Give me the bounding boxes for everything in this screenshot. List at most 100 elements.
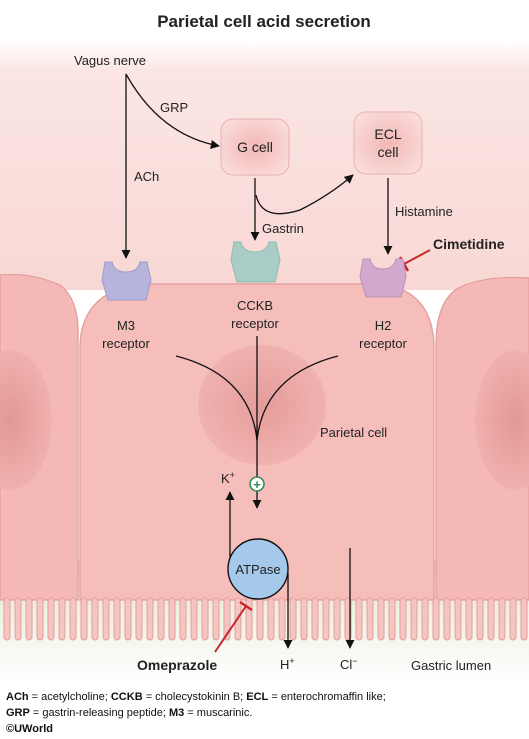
legend-line-2: GRP = gastrin-releasing peptide; M3 = mu… (6, 705, 524, 721)
microvillus (25, 597, 33, 641)
ecl-cell-label-line1: ECL (374, 126, 401, 142)
m3-signal-line (175, 355, 258, 441)
omeprazole-inhibition-bar (239, 600, 253, 612)
hydrogen-label: H+ (280, 656, 295, 672)
ecl-cell (353, 111, 423, 175)
microvillus (212, 597, 220, 641)
right-neighbor-nucleus (475, 350, 529, 490)
microvillus (80, 597, 88, 641)
legend-line-1: ACh = acetylcholine; CCKB = cholecystoki… (6, 689, 524, 705)
microvillus (3, 597, 11, 641)
microvillus (476, 597, 484, 641)
h2-signal-line (256, 355, 339, 441)
microvillus (443, 597, 451, 641)
microvillus (135, 597, 143, 641)
cckb-receptor-label-line2: receptor (231, 316, 279, 331)
legend-term-m3: M3 (168, 707, 185, 719)
cimetidine-label: Cimetidine (433, 236, 505, 252)
m3-receptor-label-line1: M3 (117, 318, 135, 333)
histamine-label: Histamine (395, 204, 453, 219)
microvillus (157, 597, 165, 641)
microvillus (124, 597, 132, 641)
microvillus (267, 597, 275, 641)
potassium-label: K+ (221, 470, 235, 486)
microvillus (322, 597, 330, 641)
microvillus (410, 597, 418, 641)
microvillus (333, 597, 341, 641)
atpase-label: ATPase (235, 562, 280, 577)
omeprazole-label: Omeprazole (137, 657, 217, 673)
microvillus (58, 597, 66, 641)
microvillus (223, 597, 231, 641)
gastrin-to-ecl-arrow (255, 174, 354, 215)
microvillus (256, 597, 264, 641)
microvillus (388, 597, 396, 641)
microvillus (300, 597, 308, 641)
microvillus (201, 597, 209, 641)
legend-def-cckb: = cholecystokinin B; (142, 691, 247, 703)
parietal-cell-nucleus (198, 345, 326, 465)
left-neighbor-nucleus (0, 350, 52, 490)
grp-label: GRP (160, 100, 188, 115)
microvillus (146, 597, 154, 641)
ach-label: ACh (134, 169, 159, 184)
microvillus (36, 597, 44, 641)
ecl-cell-label-line2: cell (377, 144, 398, 160)
microvilli (3, 597, 528, 641)
h2-receptor-label-line1: H2 (375, 318, 392, 333)
h2-receptor (359, 258, 407, 298)
microvillus (113, 597, 121, 641)
legend-term-grp: GRP (6, 707, 30, 719)
legend-term-ecl: ECL (246, 691, 269, 703)
microvillus (465, 597, 473, 641)
grp-arrow (125, 73, 220, 149)
abbreviation-legend: ACh = acetylcholine; CCKB = cholecystoki… (6, 689, 524, 737)
microvillus (432, 597, 440, 641)
microvillus (102, 597, 110, 641)
copyright: ©UWorld (6, 723, 54, 735)
microvillus (14, 597, 22, 641)
m3-receptor-label-line2: receptor (102, 336, 150, 351)
microvillus (366, 597, 374, 641)
microvillus (355, 597, 363, 641)
gastrin-label: Gastrin (262, 221, 304, 236)
microvillus (289, 597, 297, 641)
microvillus (421, 597, 429, 641)
legend-def-ecl: = enterochromaffin like; (268, 691, 386, 703)
stimulation-plus-sign: + (253, 477, 261, 492)
cckb-receptor (230, 241, 281, 283)
microvillus (47, 597, 55, 641)
cckb-receptor-label-line1: CCKB (237, 298, 273, 313)
g-cell (220, 118, 290, 176)
microvillus (454, 597, 462, 641)
microvillus (509, 597, 517, 641)
h2-receptor-label-line2: receptor (359, 336, 407, 351)
m3-receptor (101, 261, 152, 301)
omeprazole-inhibition-line (214, 605, 247, 653)
gastric-lumen-label: Gastric lumen (411, 658, 491, 673)
microvillus (245, 597, 253, 641)
chloride-label: Cl− (340, 656, 358, 672)
vagus-nerve-label: Vagus nerve (74, 53, 146, 68)
microvillus (91, 597, 99, 641)
legend-term-ach: ACh (6, 691, 29, 703)
microvillus (377, 597, 385, 641)
microvillus (487, 597, 495, 641)
microvillus (399, 597, 407, 641)
stimulation-plus-icon (249, 476, 265, 492)
microvillus (69, 597, 77, 641)
microvillus (278, 597, 286, 641)
microvillus (179, 597, 187, 641)
legend-term-cckb: CCKB (110, 691, 143, 703)
page-title: Parietal cell acid secretion (157, 12, 371, 31)
microvillus (190, 597, 198, 641)
microvillus (520, 597, 528, 641)
cimetidine-inhibition-line (403, 249, 431, 265)
atpase-pump (227, 538, 289, 600)
parietal-cell-label: Parietal cell (320, 425, 387, 440)
legend-def-grp: = gastrin-releasing peptide; (29, 707, 169, 719)
legend-def-ach: = acetylcholine; (28, 691, 111, 703)
microvillus (498, 597, 506, 641)
microvillus (311, 597, 319, 641)
